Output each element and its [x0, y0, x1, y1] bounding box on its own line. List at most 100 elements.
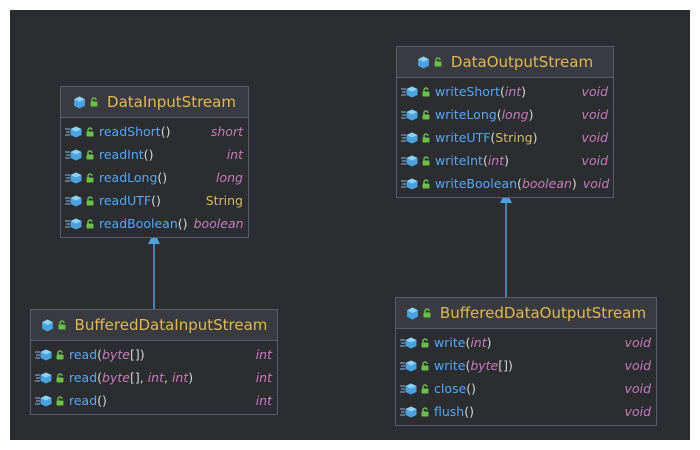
method-icons: [401, 132, 431, 144]
method-row[interactable]: close() void: [396, 377, 656, 400]
method-icons: [65, 172, 95, 184]
class-icon: [406, 307, 432, 320]
method-name: readInt: [99, 147, 144, 162]
method-row[interactable]: writeShort(int)void: [397, 80, 613, 103]
paren-open: (: [151, 193, 157, 208]
method-name: writeShort: [435, 84, 500, 99]
param-type: String: [495, 130, 533, 145]
method-row[interactable]: writeLong(long)void: [397, 103, 613, 126]
array-brackets: []: [129, 347, 140, 362]
paren-close: ): [188, 370, 194, 385]
public-lock-icon: [421, 155, 431, 166]
public-lock-icon: [85, 172, 95, 183]
paren-open: (: [143, 147, 149, 162]
paren-open: (: [97, 393, 103, 408]
method-name: read: [69, 347, 98, 362]
paren-open: (: [97, 370, 103, 385]
return-type: long: [216, 170, 243, 185]
method-icon: [401, 132, 419, 144]
method-signature: write(byte[]): [434, 358, 513, 373]
method-signature: writeShort(int): [435, 84, 526, 99]
paren-close: ): [508, 358, 513, 373]
method-signature: writeInt(int): [435, 153, 509, 168]
method-row[interactable]: writeBoolean(boolean)void: [397, 172, 613, 195]
public-lock-icon: [55, 372, 65, 383]
method-row[interactable]: readLong() long: [61, 166, 248, 189]
method-icons: [35, 395, 65, 407]
method-name: writeUTF: [435, 130, 491, 145]
method-row[interactable]: read()int: [31, 389, 277, 412]
method-row[interactable]: read(byte[]) int: [31, 343, 277, 366]
class-icon: [73, 96, 99, 109]
method-name: writeBoolean: [435, 176, 518, 191]
method-icon: [401, 155, 419, 167]
public-lock-icon: [421, 86, 431, 97]
public-lock-icon: [420, 360, 430, 371]
method-icon: [400, 360, 418, 372]
paren-open: (: [466, 381, 472, 396]
method-icons: [65, 149, 95, 161]
method-icons: [65, 126, 95, 138]
method-row[interactable]: read(byte[], int, int)int: [31, 366, 277, 389]
method-signature: readLong(): [99, 170, 167, 185]
paren-open: (: [490, 130, 496, 145]
param-type-name: byte: [102, 347, 130, 362]
method-icon: [35, 395, 53, 407]
method-row[interactable]: flush()void: [396, 400, 656, 423]
method-row[interactable]: writeInt(int)void: [397, 149, 613, 172]
param-type: int: [147, 370, 164, 385]
method-name: read: [69, 370, 98, 385]
return-type: void: [624, 335, 651, 350]
method-signature: close(): [434, 381, 476, 396]
method-signature: read(byte[], int, int): [69, 370, 193, 385]
method-icon: [401, 86, 419, 98]
method-row[interactable]: readBoolean()boolean: [61, 212, 248, 235]
method-icon: [400, 406, 418, 418]
method-icons: [401, 86, 431, 98]
method-name: readLong: [99, 170, 158, 185]
method-row[interactable]: write(int)void: [396, 331, 656, 354]
return-type: int: [255, 347, 272, 362]
param-type-name: byte: [470, 358, 499, 373]
paren-close: ): [486, 335, 492, 350]
method-name: flush: [434, 404, 465, 419]
param-type: byte[]: [102, 347, 140, 362]
paren-open: (: [464, 404, 470, 419]
method-name: close: [434, 381, 467, 396]
method-row[interactable]: readShort()short: [61, 120, 248, 143]
method-row[interactable]: readUTF()String: [61, 189, 248, 212]
public-lock-icon: [57, 320, 67, 330]
method-signature: read(byte[]): [69, 347, 145, 362]
paren-close: ): [162, 170, 168, 185]
array-brackets: []: [129, 370, 140, 385]
method-row[interactable]: readInt()int: [61, 143, 248, 166]
method-icon: [401, 109, 419, 121]
paren-open: (: [499, 84, 505, 99]
return-type: int: [226, 147, 243, 162]
return-type: void: [624, 381, 651, 396]
class-name: DataOutputStream: [450, 53, 594, 71]
method-row[interactable]: write(byte[])void: [396, 354, 656, 377]
method-row[interactable]: writeUTF(String)void: [397, 126, 613, 149]
method-name: writeLong: [435, 107, 497, 122]
return-type: String: [205, 193, 243, 208]
param-type: int: [470, 335, 487, 350]
paren-open: (: [157, 170, 163, 185]
paren-close: ): [521, 84, 527, 99]
paren-open: (: [517, 176, 522, 191]
public-lock-icon: [85, 126, 95, 137]
return-type: void: [624, 404, 651, 419]
return-type: void: [581, 107, 608, 122]
paren-open: (: [97, 347, 103, 362]
return-type: boolean: [193, 216, 244, 231]
paren-close: ): [156, 193, 161, 208]
class-header: BufferedDataOutputStream: [396, 298, 656, 329]
method-icon: [65, 195, 83, 207]
method-icons: [65, 218, 95, 230]
paren-close: ): [165, 124, 171, 139]
